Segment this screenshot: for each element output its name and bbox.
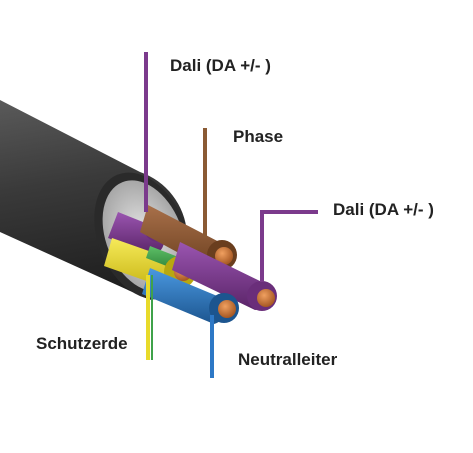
leader-dali-right: [260, 210, 318, 282]
wire-dali-right: [172, 242, 277, 311]
label-dali-top: Dali (DA +/- ): [170, 56, 271, 75]
wire-neutral: [142, 268, 239, 324]
label-earth: Schutzerde: [36, 334, 128, 353]
label-dali-right: Dali (DA +/- ): [333, 200, 434, 219]
label-neutral: Neutralleiter: [238, 350, 338, 369]
leader-lines: [144, 52, 318, 378]
label-phase: Phase: [233, 127, 284, 146]
